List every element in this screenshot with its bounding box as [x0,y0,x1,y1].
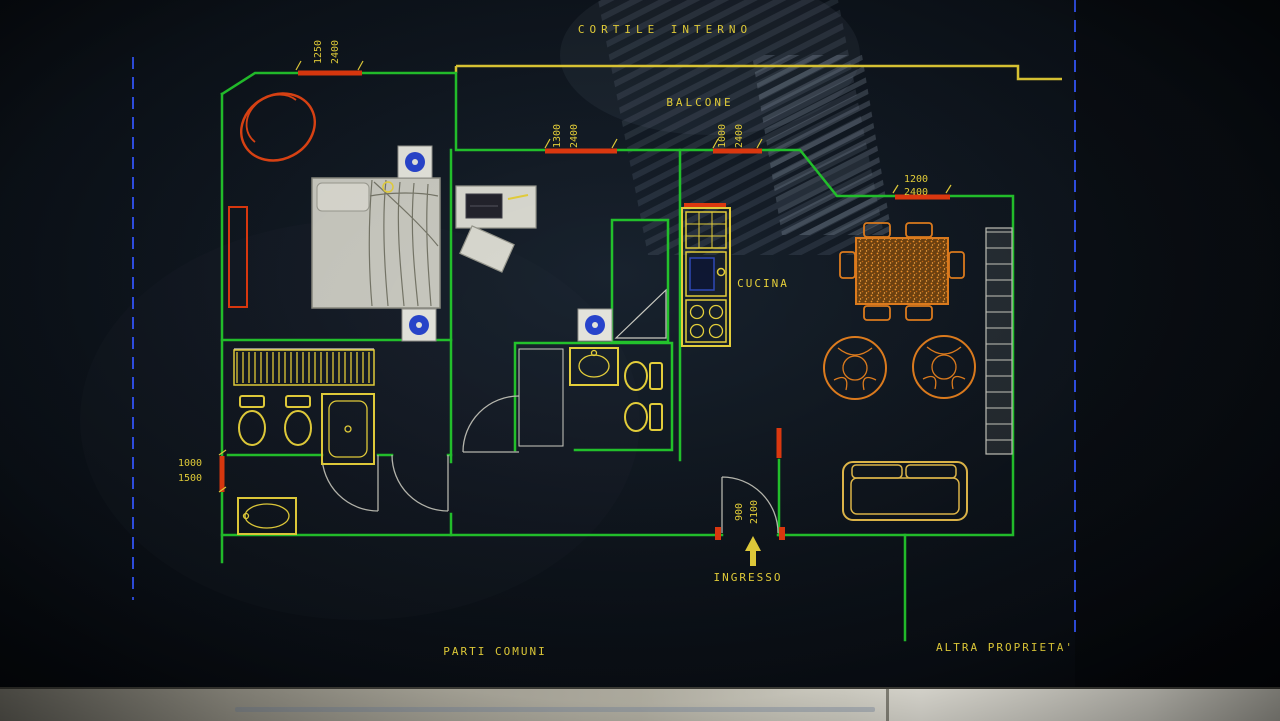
photo-of-cad-screen: CORTILE INTERNO BALCONE CUCINA INGRESSO … [0,0,1280,721]
vignette-overlay [0,0,1280,721]
floorplan-canvas: CORTILE INTERNO BALCONE CUCINA INGRESSO … [0,0,1280,721]
